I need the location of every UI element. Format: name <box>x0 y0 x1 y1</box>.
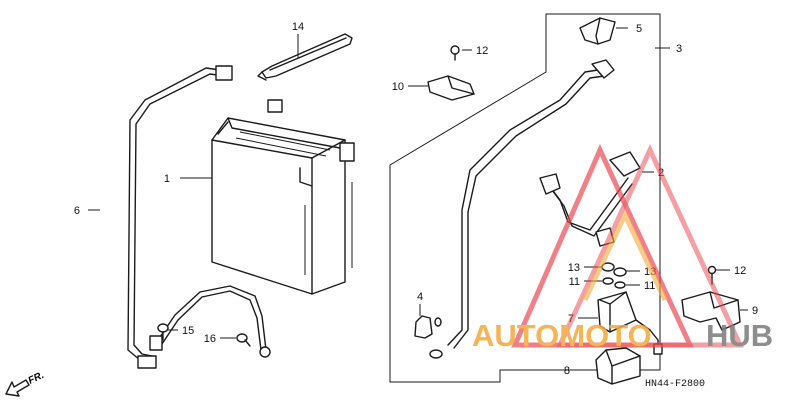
callout-11-left: 11 <box>569 276 580 288</box>
callout-10: 10 <box>392 81 404 93</box>
bracket-10[interactable] <box>427 75 475 101</box>
battery-strap-cable[interactable] <box>149 285 271 358</box>
screw-12-top[interactable] <box>450 45 460 61</box>
callout-12-top: 12 <box>476 45 488 57</box>
watermark: AUTOMOTO HUB <box>472 143 773 353</box>
starter-relay[interactable] <box>597 291 663 355</box>
watermark-text-2: HUB <box>706 318 773 353</box>
callout-11-right: 11 <box>644 280 655 292</box>
callout-1: 1 <box>164 173 170 185</box>
section-frame <box>389 13 661 383</box>
front-direction-label: FR. <box>27 370 46 387</box>
watermark-text-1: AUTOMOTO <box>472 318 652 353</box>
callout-4: 4 <box>417 291 423 303</box>
diagram-code: HN44-F2800 <box>645 379 705 390</box>
positive-cable[interactable] <box>429 59 615 359</box>
leader-lines <box>88 27 748 371</box>
callout-3: 3 <box>676 43 682 55</box>
callout-6: 6 <box>74 205 80 217</box>
battery[interactable] <box>211 99 355 295</box>
relay-cover[interactable] <box>595 347 641 385</box>
nut-13-right[interactable] <box>613 267 627 277</box>
battery-band[interactable] <box>257 33 353 81</box>
callout-5: 5 <box>636 23 642 35</box>
callout-15: 15 <box>182 325 194 337</box>
callout-9: 9 <box>752 305 758 317</box>
bolt-16[interactable] <box>236 333 251 347</box>
watermark-logo-icon <box>511 143 744 348</box>
washer-11-right[interactable] <box>614 281 626 289</box>
terminal-nut-4[interactable] <box>414 315 442 339</box>
callout-12-right: 12 <box>734 265 746 277</box>
callout-16: 16 <box>204 333 216 345</box>
washer-11-left[interactable] <box>602 277 614 285</box>
callout-13-left: 13 <box>568 262 580 274</box>
bolt-15[interactable] <box>157 323 169 341</box>
battery-holder[interactable] <box>127 65 233 369</box>
terminal-cover[interactable] <box>579 17 616 45</box>
callout-8: 8 <box>564 365 570 377</box>
callout-14: 14 <box>292 21 304 33</box>
front-direction-arrow: FR. <box>5 370 46 397</box>
